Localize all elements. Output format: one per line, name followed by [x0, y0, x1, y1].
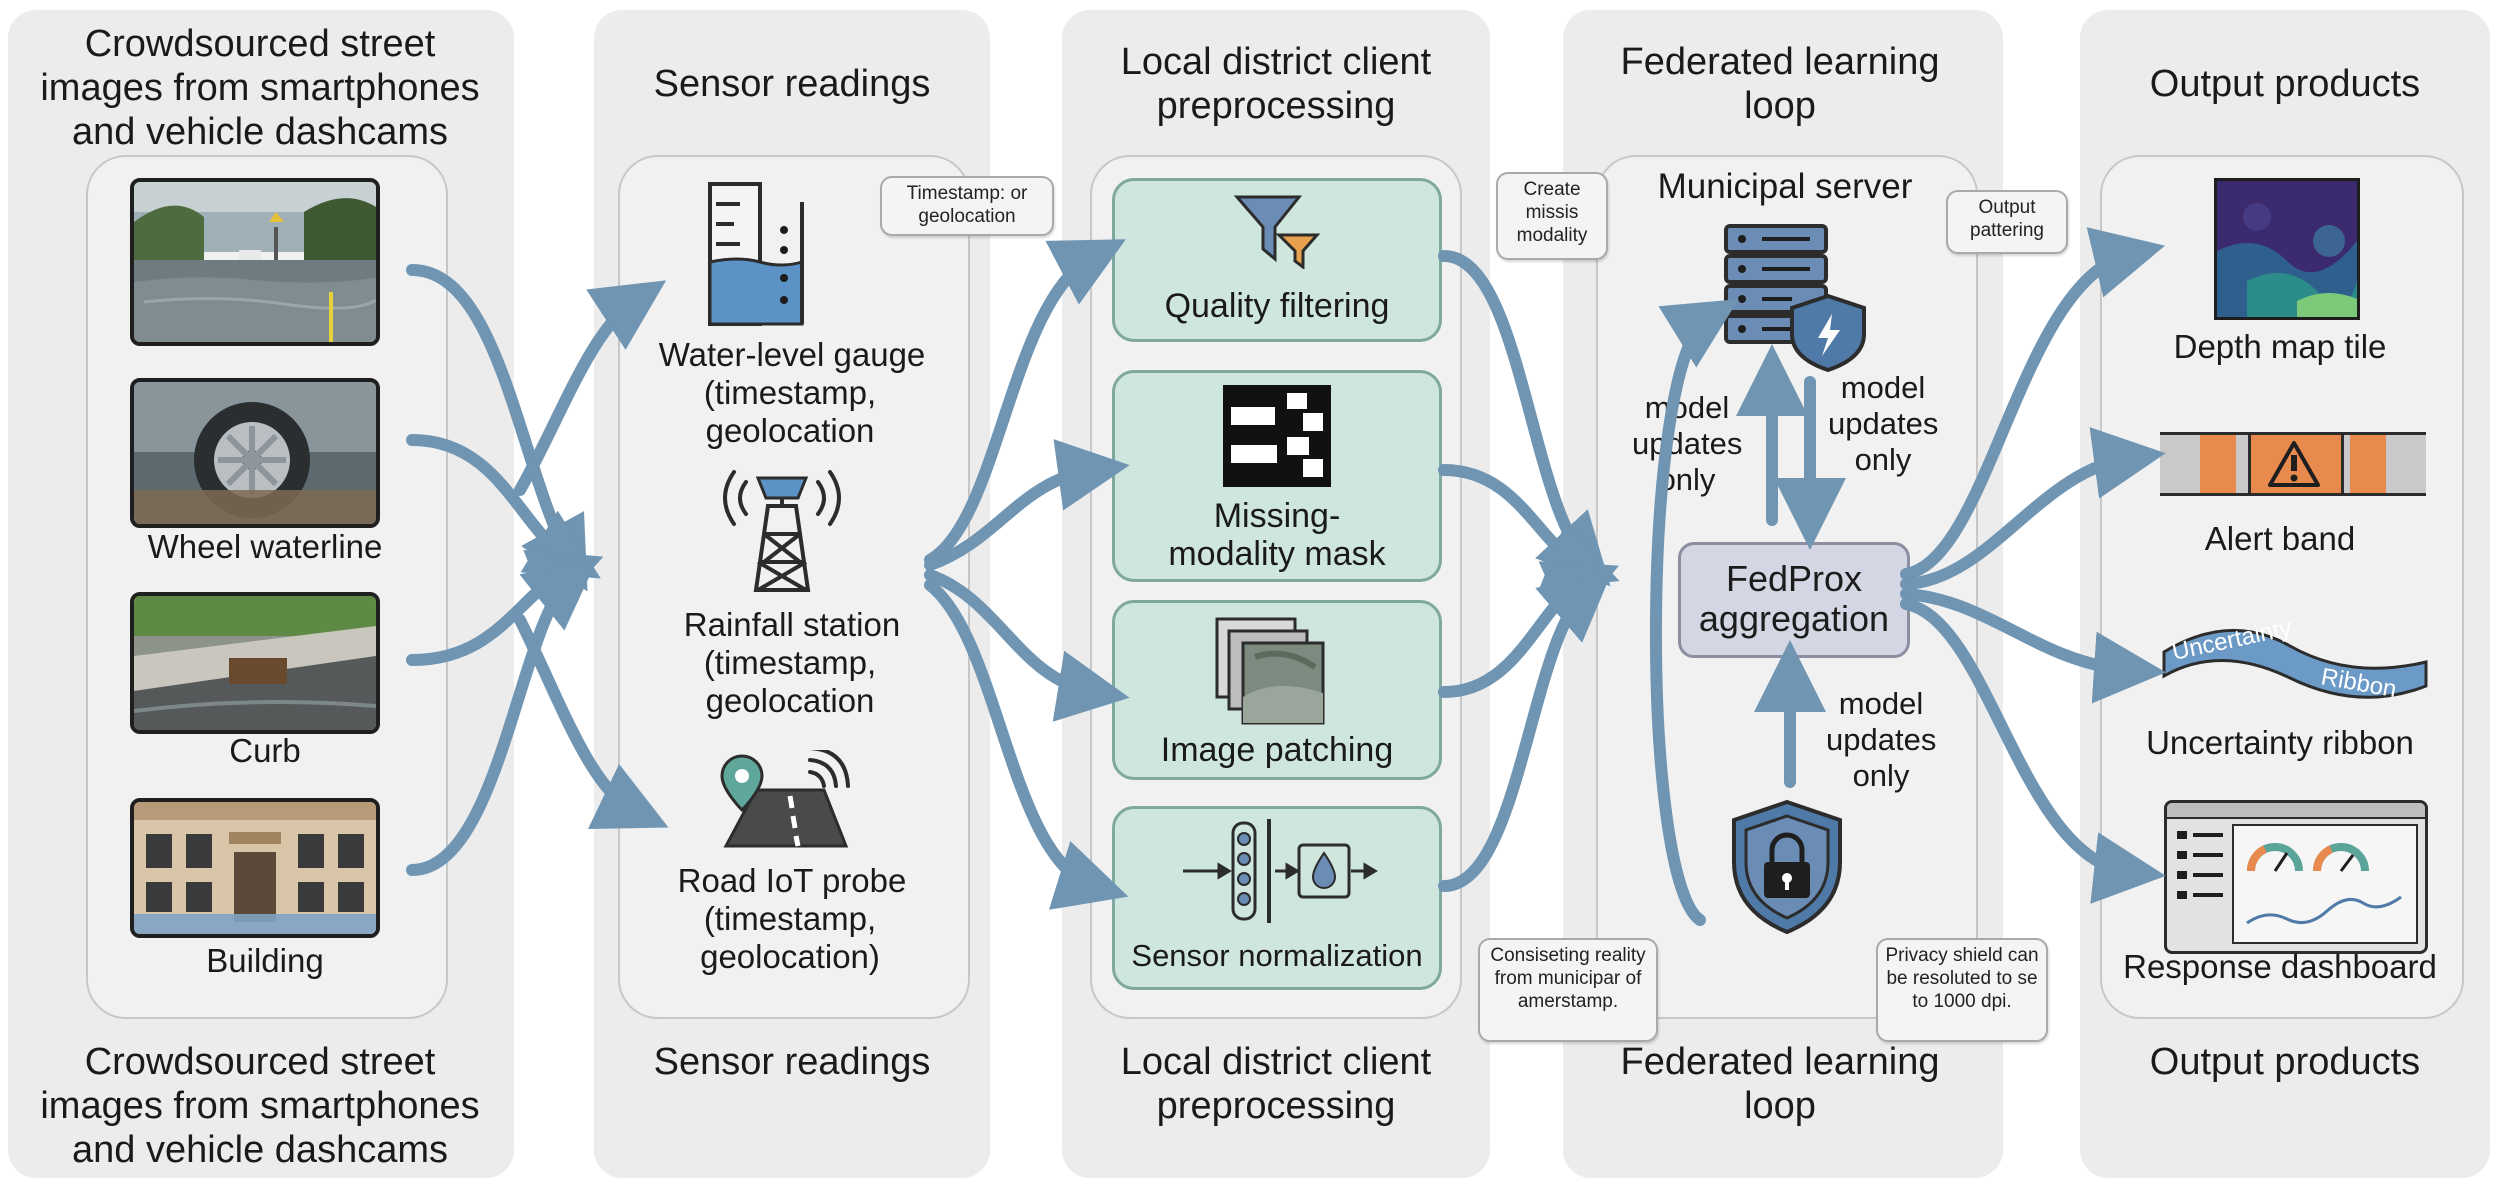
response-dashboard-label: Response dashboard [2123, 948, 2437, 985]
missing-modality-step: Missing-modality mask [1112, 370, 1442, 582]
wheel-waterline-label: Wheel waterline [147, 528, 383, 565]
water-gauge-detail: (timestamp, geolocation [703, 374, 877, 449]
rainfall-name: Rainfall station [683, 606, 901, 643]
road-probe-icon [720, 750, 850, 848]
uncertainty-ribbon-graphic: Uncertainty Ribbon [2162, 614, 2428, 703]
server-icon [1724, 224, 1866, 372]
updates-right-label: model updates only [1828, 370, 1939, 477]
depth-map-tile [2214, 178, 2360, 320]
preprocessing-title-top: Local district client preprocessing [1120, 41, 1432, 127]
mask-grid-icon [1223, 385, 1331, 487]
rainfall-tower-icon [723, 470, 841, 592]
timestamp-bubble: Timestamp: or geolocation [880, 176, 1054, 236]
crowdsourced-title-bottom: Crowdsourced street images from smartpho… [40, 1041, 480, 1171]
funnel-icon [1233, 195, 1321, 269]
building-label: Building [206, 942, 324, 979]
lock-shield-icon [1732, 799, 1842, 935]
building-photo [130, 798, 380, 938]
sensor-normalization-label: Sensor normalization [1131, 938, 1423, 973]
create-missis-bubble: Create missis modality [1496, 172, 1608, 260]
flooded-street-photo [130, 178, 380, 346]
water-gauge-icon [708, 182, 804, 326]
depth-map-label: Depth map tile [2173, 328, 2387, 365]
water-gauge-name: Water-level gauge [658, 336, 926, 373]
outputs-title-bottom: Output products [2149, 1041, 2421, 1083]
image-patching-label: Image patching [1160, 731, 1394, 769]
fedprox-label: FedProx aggregation [1698, 558, 1890, 639]
gauge-dashboard-icon [2177, 824, 2418, 944]
warning-icon [2268, 441, 2320, 487]
sensors-title-bottom: Sensor readings [653, 1041, 931, 1083]
sensor-normalization-step: Sensor normalization [1112, 806, 1442, 990]
quality-filtering-step: Quality filtering [1112, 178, 1442, 342]
quality-filtering-label: Quality filtering [1164, 287, 1390, 325]
federated-title-top: Federated learning loop [1620, 41, 1940, 127]
alert-band-label: Alert band [2204, 520, 2356, 557]
road-probe-name: Road IoT probe [677, 862, 907, 899]
rainfall-detail: (timestamp, geolocation [703, 644, 877, 719]
consiseting-bubble: Consiseting reality from municipar of am… [1478, 938, 1658, 1042]
uncertainty-ribbon-label: Uncertainty ribbon [2146, 724, 2414, 761]
response-dashboard-graphic [2164, 800, 2428, 954]
crowdsourced-title-top: Crowdsourced street images from smartpho… [40, 23, 480, 153]
updates-bottom-label: model updates only [1826, 686, 1937, 793]
curb-photo [130, 592, 380, 734]
normalization-icon [1183, 819, 1378, 923]
federated-title-bottom: Federated learning loop [1620, 1041, 1940, 1127]
image-stack-icon [1215, 617, 1325, 725]
updates-left-label: model updates only [1632, 390, 1743, 497]
curb-label: Curb [229, 732, 301, 769]
sensors-title-top: Sensor readings [653, 63, 931, 105]
outputs-title-top: Output products [2149, 63, 2421, 105]
missing-modality-label: Missing-modality mask [1168, 497, 1386, 573]
road-probe-detail: (timestamp, geolocation) [700, 900, 880, 975]
municipal-server-label: Municipal server [1657, 167, 1913, 206]
fedprox-aggregation-box: FedProx aggregation [1678, 542, 1910, 658]
output-pattering-bubble: Output pattering [1946, 190, 2068, 254]
alert-band [2160, 432, 2426, 496]
privacy-shield-bubble: Privacy shield can be resoluted to se to… [1876, 938, 2048, 1042]
image-patching-step: Image patching [1112, 600, 1442, 780]
preprocessing-title-bottom: Local district client preprocessing [1120, 1041, 1432, 1127]
wheel-waterline-photo [130, 378, 380, 528]
